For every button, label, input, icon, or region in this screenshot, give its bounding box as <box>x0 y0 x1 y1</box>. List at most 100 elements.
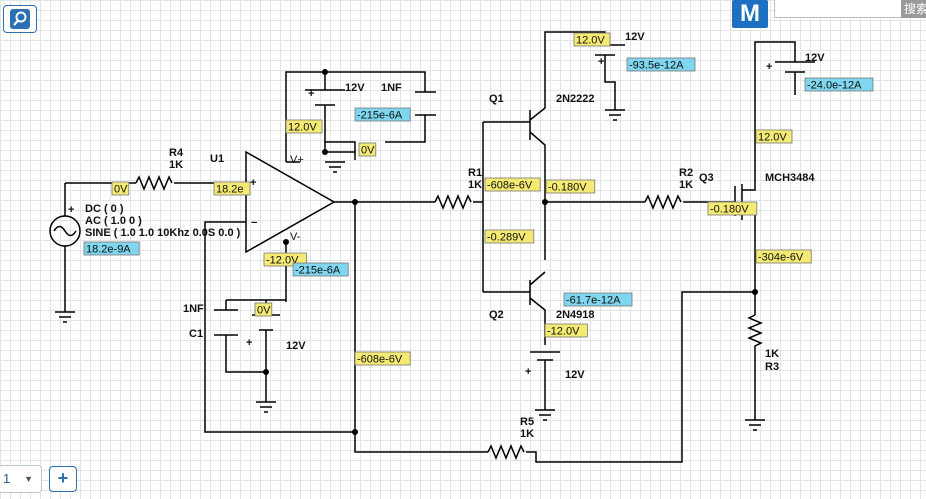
r5-name: R5 <box>520 416 534 428</box>
probe-box <box>292 262 349 277</box>
probe-value: -304e-6V <box>758 252 804 264</box>
probe-value: -12.0V <box>547 326 580 338</box>
bat-top-plus: + <box>308 88 314 100</box>
probe-value: -215e-6A <box>357 110 403 122</box>
bat-bottom-plus: + <box>246 337 252 349</box>
probe-value: 12.0V <box>758 132 787 144</box>
probe-voltage[interactable]: -12.0V <box>544 323 588 338</box>
probe-box <box>545 179 596 194</box>
battery-q2 <box>530 330 560 410</box>
probe-current[interactable]: 18.2e-9A <box>83 241 140 256</box>
node-c1 <box>263 369 269 375</box>
search-button[interactable]: 搜索 <box>901 0 926 18</box>
probe-box <box>285 119 323 134</box>
probe-current[interactable]: -93.5e-12A <box>626 57 696 72</box>
q2-model: 2N4918 <box>556 309 595 321</box>
probe-current[interactable]: -61.7e-12A <box>563 292 633 307</box>
probe-current[interactable]: -215e-6A <box>354 107 411 122</box>
probe-voltage[interactable]: 0V <box>111 181 130 196</box>
resistor-r5 <box>487 444 525 460</box>
resistor-r4 <box>135 175 173 191</box>
probe-box <box>573 32 611 47</box>
add-page-button[interactable]: + <box>49 466 77 492</box>
probe-box <box>484 229 535 244</box>
probe-box <box>358 142 377 157</box>
source-plus: + <box>68 204 74 216</box>
bat-q1-plus: + <box>598 56 604 68</box>
r1-value: 1K <box>468 179 482 191</box>
capacitor-c1 <box>214 309 238 336</box>
probe-value: 0V <box>361 145 375 157</box>
probe-layer: 0V 18.2e-9A 18.2e 12.0V -215e-6A 0V -12.0V -215… <box>83 32 874 366</box>
probe-voltage[interactable]: -608e-6V <box>354 351 411 366</box>
resistor-r2 <box>644 194 682 210</box>
q1-name: Q1 <box>489 93 504 105</box>
probe-value: -0.289V <box>487 232 526 244</box>
probe-value: 12.0V <box>288 122 317 134</box>
probe-voltage[interactable]: -304e-6V <box>755 249 812 264</box>
probe-voltage[interactable]: 12.0V <box>285 119 323 134</box>
ground-input <box>55 311 75 323</box>
bat-q2-value: 12V <box>565 369 585 381</box>
probe-box <box>563 292 633 307</box>
search-input[interactable] <box>774 0 902 18</box>
u1-vminus: V- <box>290 231 301 243</box>
opamp-u1 <box>245 150 336 254</box>
probe-current[interactable]: -215e-6A <box>292 262 349 277</box>
probe-voltage[interactable]: -608e-6V <box>484 177 541 192</box>
r2-value: 1K <box>679 179 693 191</box>
probe-voltage[interactable]: -0.289V <box>484 229 535 244</box>
bjt-q1-q2 <box>529 31 606 330</box>
probe-box <box>626 57 696 72</box>
page-select-value: 1 <box>3 471 11 486</box>
wire-input <box>64 182 246 312</box>
probe-value: 12.0V <box>576 35 605 47</box>
probe-value: 0V <box>114 184 128 196</box>
c2-value: 1NF <box>381 82 402 94</box>
probe-box <box>83 241 140 256</box>
probe-box <box>354 351 411 366</box>
probe-value: -93.5e-12A <box>629 60 684 72</box>
bat-q3-plus: + <box>766 61 772 73</box>
probe-voltage[interactable]: 0V <box>358 142 377 157</box>
wire-r5-loop <box>354 291 755 463</box>
probe-box <box>213 181 251 196</box>
probe-value: -0.180V <box>710 204 749 216</box>
probe-voltage[interactable]: 12.0V <box>573 32 611 47</box>
probe-voltage[interactable]: 12.0V <box>755 129 793 144</box>
r3-value: 1K <box>765 348 779 360</box>
probe-box <box>707 201 758 216</box>
ac-source-symbol <box>49 215 81 247</box>
node-source <box>752 289 758 295</box>
battery-top <box>305 89 345 106</box>
probe-box <box>755 249 812 264</box>
ground-q2 <box>535 409 555 421</box>
probe-value: -215e-6A <box>295 265 341 277</box>
source-sine: SINE ( 1.0 1.0 10Khz 0.0S 0.0 ) <box>85 227 241 239</box>
node-c2 <box>322 149 328 155</box>
probe-box <box>484 177 541 192</box>
probe-voltage[interactable]: 18.2e <box>213 181 251 196</box>
r4-value: 1K <box>169 159 183 171</box>
ground-q1 <box>605 105 625 121</box>
u1-in-minus: − <box>251 217 257 229</box>
probe-voltage[interactable]: 0V <box>254 302 273 317</box>
page-select[interactable]: 1 ▼ <box>0 465 42 493</box>
wire-vplus <box>285 71 426 162</box>
r2-name: R2 <box>679 167 693 179</box>
ground-c1 <box>256 401 276 413</box>
wire-c2-gnd <box>324 142 356 160</box>
probe-voltage[interactable]: -0.180V <box>545 179 596 194</box>
node-vminus <box>283 239 289 245</box>
resistor-r1 <box>434 194 472 210</box>
q1-model: 2N2222 <box>556 93 595 105</box>
zoom-button[interactable] <box>3 5 37 33</box>
probe-voltage[interactable]: -0.180V <box>707 201 758 216</box>
q3-model: MCH3484 <box>765 172 815 184</box>
source-ac: AC ( 1.0 0 ) <box>85 215 142 227</box>
probe-box <box>804 77 874 92</box>
probe-current[interactable]: -24.0e-12A <box>804 77 874 92</box>
probe-value: 0V <box>257 305 271 317</box>
